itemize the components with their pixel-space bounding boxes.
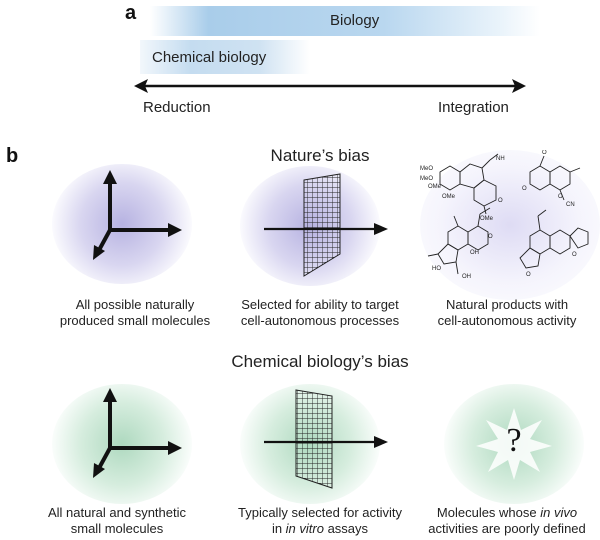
caption-italic: in vitro xyxy=(285,521,324,536)
reduction-integration-arrow xyxy=(134,79,526,93)
structure-label: OMe xyxy=(480,216,494,222)
reduction-label: Reduction xyxy=(143,99,211,116)
structure-label: NH xyxy=(496,156,505,162)
caption-line: All natural and synthetic xyxy=(47,505,187,520)
caption-line: Selected for ability to target xyxy=(241,297,399,312)
filter-grid-icon xyxy=(264,173,388,277)
all-molecules-caption: All natural and synthetic small molecule… xyxy=(22,505,212,537)
chemical-biology-bar xyxy=(140,40,310,74)
filter-grid-icon xyxy=(264,389,388,489)
in-vitro-caption: Typically selected for activity in in vi… xyxy=(220,505,420,537)
caption-line: Molecules whose in vivo xyxy=(412,505,600,521)
caption-line: in in vitro assays xyxy=(220,521,420,537)
structure-label: OMe xyxy=(428,184,442,190)
structure-label: OMe xyxy=(442,194,456,200)
caption-italic: in vivo xyxy=(540,505,578,520)
biology-bar xyxy=(150,6,540,36)
structure-label: O xyxy=(542,150,547,156)
caption-line: Typically selected for activity xyxy=(237,505,402,520)
structure-label: O xyxy=(572,252,577,258)
structure-label: O xyxy=(488,234,493,240)
axes-icon xyxy=(93,388,182,478)
structure-label: MeO xyxy=(420,176,433,182)
chemical-biology-bias-title: Chemical biology’s bias xyxy=(231,352,409,371)
caption-line: All possible naturally xyxy=(75,297,195,312)
panel-a-letter: a xyxy=(125,2,137,24)
structure-label: O xyxy=(498,198,503,204)
structure-label: OH xyxy=(470,250,479,256)
natural-product-structures: MeO MeO OMe OMe OMe NH O O O O CN OH HO … xyxy=(420,150,589,280)
caption-text: assays xyxy=(323,521,369,536)
structure-label: MeO xyxy=(420,166,433,172)
natural-molecules-caption: All possible naturally produced small mo… xyxy=(40,297,230,329)
caption-line: produced small molecules xyxy=(59,313,211,328)
natures-bias-title: Nature’s bias xyxy=(270,146,370,165)
caption-line: small molecules xyxy=(70,521,164,536)
panel-b-letter: b xyxy=(6,145,19,167)
structure-label: HO xyxy=(432,266,441,272)
caption-text: Molecules whose xyxy=(436,505,541,520)
axes-icon xyxy=(93,170,182,260)
starburst-icon xyxy=(476,408,552,480)
caption-line: cell-autonomous activity xyxy=(437,313,577,328)
natural-products-caption: Natural products with cell-autonomous ac… xyxy=(412,297,600,329)
unknown-question-mark: ? xyxy=(506,422,522,459)
caption-line: Natural products with xyxy=(445,297,569,312)
poorly-defined-caption: Molecules whose in vivo activities are p… xyxy=(412,505,600,537)
integration-label: Integration xyxy=(438,99,509,116)
structure-label: O xyxy=(522,186,527,192)
caption-text: in xyxy=(271,521,286,536)
structure-label: OH xyxy=(462,274,471,280)
caption-line: activities are poorly defined xyxy=(428,521,586,536)
caption-line: cell-autonomous processes xyxy=(240,313,400,328)
selection-caption: Selected for ability to target cell-auto… xyxy=(225,297,415,329)
chemical-biology-label: Chemical biology xyxy=(152,49,267,66)
biology-label: Biology xyxy=(330,12,380,29)
structure-label: O xyxy=(526,272,531,278)
structure-label: O xyxy=(558,194,563,200)
structure-label: CN xyxy=(566,202,575,208)
